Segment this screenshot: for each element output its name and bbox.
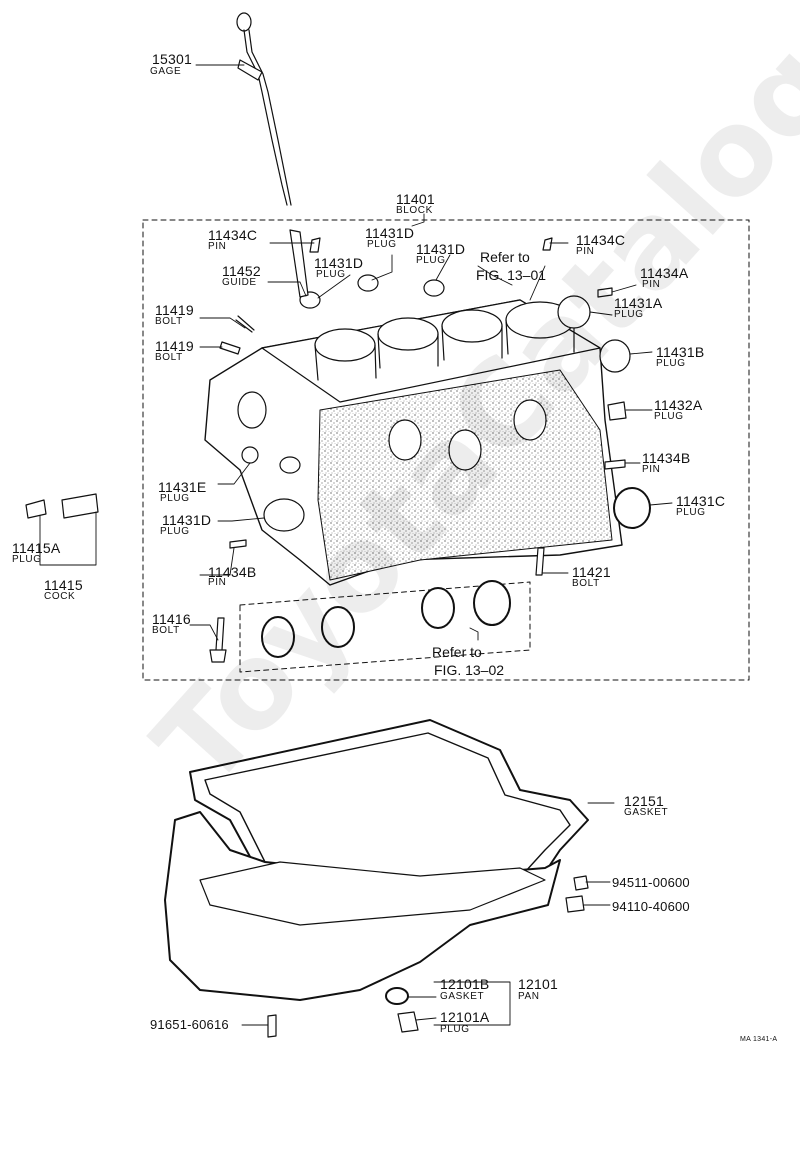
bolt-11419b-drawing <box>219 341 241 355</box>
label-11431b-name: PLUG <box>656 358 686 369</box>
plug-11432a-drawing <box>607 401 627 421</box>
oil-pan-gasket-drawing <box>189 719 589 896</box>
label-11431c-name: PLUG <box>676 507 706 518</box>
label-11415-number: 11415 <box>44 577 83 593</box>
label-11452-name: GUIDE <box>222 277 257 288</box>
label-12101-name: PAN <box>518 991 540 1002</box>
label-11431d-low-number: 11431D <box>162 512 212 528</box>
label-11415-name: COCK <box>44 591 76 602</box>
block-group-boundary <box>142 219 750 681</box>
label-11419-b-number: 11419 <box>155 338 194 354</box>
label-11431d-top-name: PLUG <box>367 239 397 250</box>
ref-fig-13-01-line2: FIG. 13–01 <box>476 267 547 283</box>
label-11431a-name: PLUG <box>614 309 644 320</box>
label-11431e-number: 11431E <box>158 479 207 495</box>
figure-code: MA 1341-A <box>740 1036 778 1043</box>
pin-11434b-right-drawing <box>604 459 626 470</box>
label-11434b-right-number: 11434B <box>642 450 691 466</box>
label-15301-name: GAGE <box>150 66 182 77</box>
label-11434c-left-number: 11434C <box>208 227 258 243</box>
dipstick-gage-drawing <box>236 12 292 206</box>
guide-11452-drawing <box>289 229 309 298</box>
bolt-11419a-drawing <box>235 315 255 333</box>
label-11431c-number: 11431C <box>676 493 726 509</box>
plug-11431e-drawing <box>241 446 259 464</box>
label-11431e-name: PLUG <box>160 493 190 504</box>
label-11434a-number: 11434A <box>640 265 689 281</box>
bolt-91651-drawing <box>267 1014 277 1038</box>
label-15301-number: 15301 <box>152 51 192 67</box>
label-12101b-name: GASKET <box>440 991 485 1002</box>
leader-lines <box>39 64 673 1026</box>
label-11401-name: BLOCK <box>396 205 433 216</box>
label-11432a-name: PLUG <box>654 411 684 422</box>
plug-11431d-right-drawing <box>423 279 445 297</box>
label-11452-number: 11452 <box>222 263 261 279</box>
nut-94511-drawing <box>573 875 589 891</box>
ref-fig-13-02-line2: FIG. 13–02 <box>434 662 505 678</box>
drain-cock-drawing <box>25 493 99 519</box>
gasket-12101b-drawing <box>385 987 409 1005</box>
label-12101a-name: PLUG <box>440 1024 470 1035</box>
label-11434c-left-name: PIN <box>208 241 227 252</box>
label-11416-number: 11416 <box>152 611 191 627</box>
label-11421-name: BOLT <box>572 578 600 589</box>
label-11431b-number: 11431B <box>656 344 705 360</box>
plug-11431d-top-drawing <box>357 274 379 292</box>
label-11431d-top-number: 11431D <box>365 225 415 241</box>
label-11431d-right-number: 11431D <box>416 241 466 257</box>
label-11431a-number: 11431A <box>614 295 663 311</box>
nut-94110-drawing <box>565 895 585 913</box>
label-11419-a-number: 11419 <box>155 302 194 318</box>
label-11434c-right-number: 11434C <box>576 232 626 248</box>
label-11434b-left-number: 11434B <box>208 564 257 580</box>
label-11434a-name: PIN <box>642 279 661 290</box>
pin-11434c-left-drawing <box>309 237 321 253</box>
label-11434c-right-name: PIN <box>576 246 595 257</box>
label-11432a-number: 11432A <box>654 397 703 413</box>
plug-11431d-low-drawing <box>279 456 301 474</box>
label-94511-number: 94511-00600 <box>612 875 690 890</box>
ref-fig-13-01-line1: Refer to <box>480 249 530 265</box>
main-bearings-drawing <box>261 580 511 658</box>
pin-11434b-left-drawing <box>229 539 247 549</box>
label-11415a-number: 11415A <box>12 540 61 556</box>
label-12151-name: GASKET <box>624 807 669 818</box>
ref-fig-13-02-line1: Refer to <box>432 644 482 660</box>
pin-11434c-right-drawing <box>542 237 553 251</box>
label-11434b-left-name: PIN <box>208 577 227 588</box>
bolt-11421-drawing <box>535 547 545 576</box>
label-11431d-mid-name: PLUG <box>316 269 346 280</box>
label-11419-b-name: BOLT <box>155 352 183 363</box>
label-12101a-number: 12101A <box>440 1009 490 1025</box>
plug-11431c-drawing <box>613 487 651 529</box>
label-11431d-low-name: PLUG <box>160 526 190 537</box>
pin-11434a-drawing <box>597 287 613 298</box>
label-11419-a-name: BOLT <box>155 316 183 327</box>
label-11416-name: BOLT <box>152 625 180 636</box>
label-11434b-right-name: PIN <box>642 464 661 475</box>
label-11431d-mid-number: 11431D <box>314 255 364 271</box>
label-12101b-number: 12101B <box>440 976 490 992</box>
label-11415a-name: PLUG <box>12 554 42 565</box>
label-12101-number: 12101 <box>518 976 558 992</box>
label-12151-number: 12151 <box>624 793 664 809</box>
label-94110-number: 94110-40600 <box>612 899 690 914</box>
label-11421-number: 11421 <box>572 564 611 580</box>
plug-11431b-drawing <box>599 339 631 373</box>
label-11431d-right-name: PLUG <box>416 255 446 266</box>
engine-block-drawing <box>204 299 623 586</box>
label-11401-number: 11401 <box>396 191 435 207</box>
plug-12101a-drawing <box>397 1011 419 1033</box>
label-91651-number: 91651-60616 <box>150 1017 229 1032</box>
